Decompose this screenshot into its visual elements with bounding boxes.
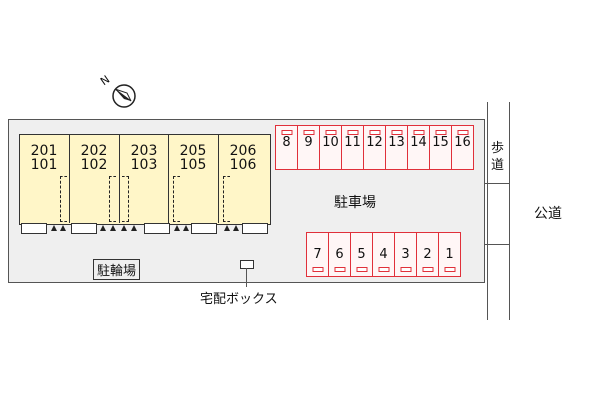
entrance-step [191,223,217,234]
delivery-box-label: 宅配ボックス [200,292,278,307]
unit-2-upper: 202 [80,143,108,159]
entrance-marker-icon [60,225,66,231]
parking-space: 5 [350,232,373,277]
parking-space: 11 [341,125,364,170]
stair-outline [122,176,129,222]
unit-4-lower: 105 [179,157,207,173]
entrance-step [71,223,97,234]
entrance-marker-icon [51,225,57,231]
entrance-marker-icon [131,225,137,231]
parking-lot-label: 駐車場 [334,195,376,211]
entrance-marker-icon [100,225,106,231]
entrance-step [21,223,47,234]
parking-space: 9 [297,125,320,170]
sidewalk-edge [509,102,510,320]
unit-divider [69,134,70,223]
unit-5-upper: 206 [229,143,257,159]
entrance-marker-icon [233,225,239,231]
parking-space: 1 [438,232,461,277]
entrance-step [242,223,268,234]
unit-5-lower: 106 [229,157,257,173]
sidewalk-label-1: 歩 [491,141,505,156]
parking-space: 10 [319,125,342,170]
unit-3-upper: 203 [130,143,158,159]
parking-space: 8 [275,125,298,170]
stair-outline [60,176,67,222]
leader-line [246,268,247,287]
unit-divider [168,134,169,223]
stair-outline [223,176,230,222]
entrance-marker-icon [174,225,180,231]
entrance-marker-icon [121,225,127,231]
entrance-marker-icon [110,225,116,231]
entrance-step [144,223,170,234]
driveway-line [484,244,510,245]
parking-space: 16 [451,125,474,170]
unit-4-upper: 205 [179,143,207,159]
parking-space: 15 [429,125,452,170]
unit-divider [218,134,219,223]
parking-space: 12 [363,125,386,170]
parking-space: 13 [385,125,408,170]
driveway-line [484,183,510,184]
sidewalk-label-2: 道 [491,158,505,173]
public-road-label: 公道 [534,206,562,222]
compass: N [98,73,138,112]
unit-1-lower: 101 [30,157,58,173]
stair-outline [109,176,116,222]
bicycle-parking-label: 駐輪場 [93,259,141,280]
sidewalk-edge [487,102,488,320]
north-arrow-icon [112,84,136,108]
unit-divider [119,134,120,223]
unit-1-upper: 201 [30,143,58,159]
unit-3-lower: 103 [130,157,158,173]
entrance-marker-icon [224,225,230,231]
entrance-marker-icon [183,225,189,231]
parking-space: 7 [306,232,329,277]
parking-space: 2 [416,232,439,277]
parking-space: 6 [328,232,351,277]
parking-space: 14 [407,125,430,170]
parking-space: 4 [372,232,395,277]
delivery-box-icon [240,260,254,269]
parking-space: 3 [394,232,417,277]
stair-outline [173,176,180,222]
unit-2-lower: 102 [80,157,108,173]
